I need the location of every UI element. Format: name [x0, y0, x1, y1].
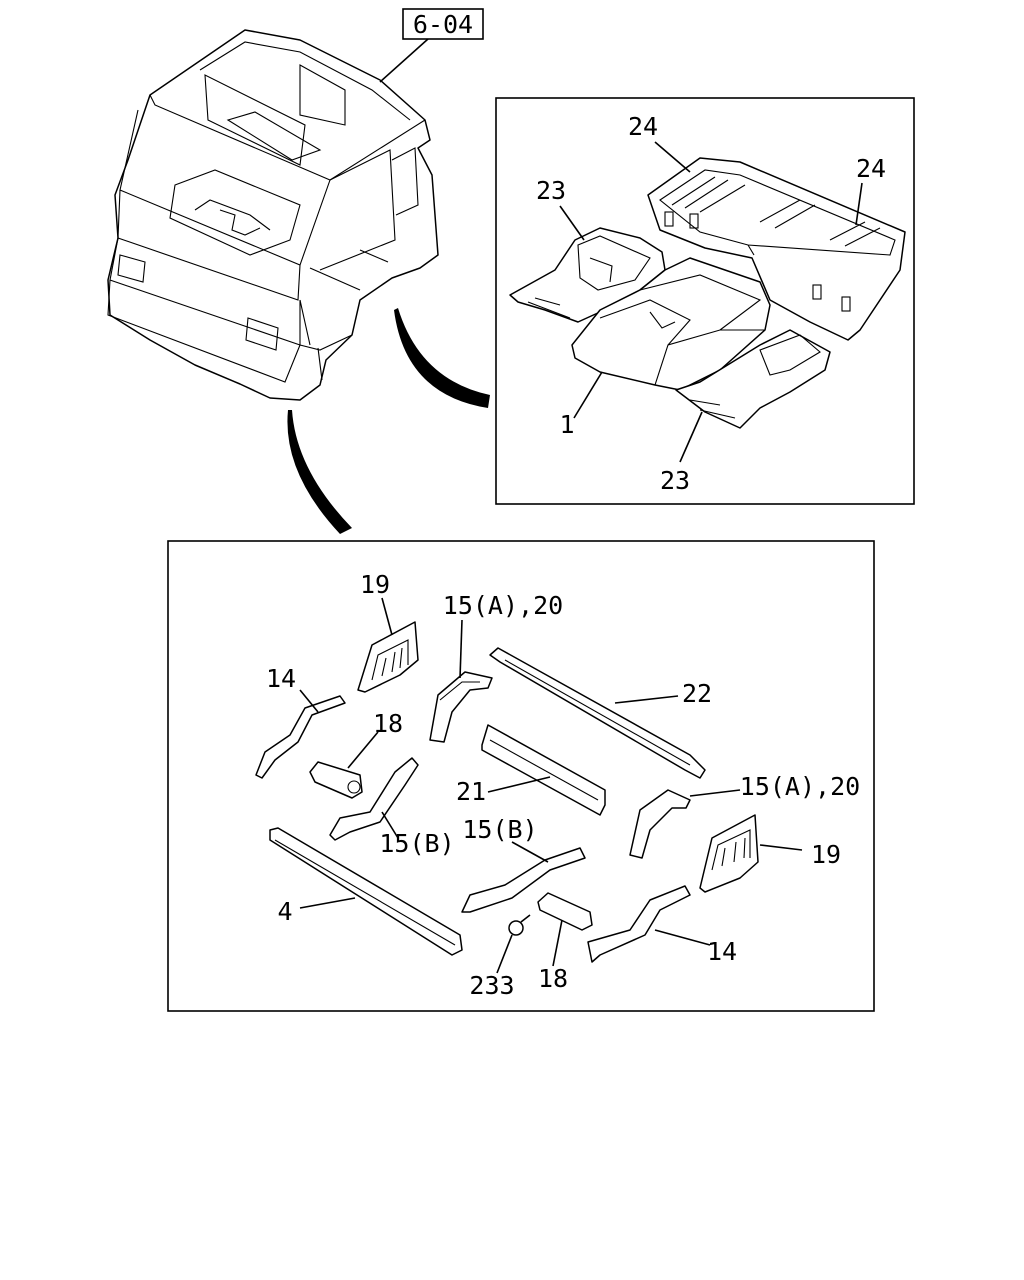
reference-box: 6-04 — [379, 8, 484, 83]
connector-arrow-frame — [287, 410, 352, 534]
callout-233: 233 — [469, 971, 514, 1000]
callout-23-upper: 23 — [536, 176, 566, 205]
callout-18-right: 18 — [538, 964, 568, 993]
connector-arrow-floor — [394, 308, 490, 408]
cab-illustration — [107, 29, 439, 401]
callout-15a-20-right: 15(A),20 — [740, 772, 860, 801]
callout-24-left: 24 — [628, 112, 658, 141]
callout-1: 1 — [559, 410, 574, 439]
callout-14-right: 14 — [707, 937, 737, 966]
callout-23-lower: 23 — [660, 466, 690, 495]
callout-24-right: 24 — [856, 154, 886, 183]
callout-15b-right: 15(B) — [462, 815, 537, 844]
callout-18-left: 18 — [373, 709, 403, 738]
callout-22: 22 — [682, 679, 712, 708]
frame-members-detail: 19 15(A),20 14 22 18 21 15(A),20 15(B) 1… — [167, 540, 875, 1012]
callout-4: 4 — [277, 897, 292, 926]
callout-19-right: 19 — [811, 840, 841, 869]
callout-15a-20-left: 15(A),20 — [443, 591, 563, 620]
callout-21: 21 — [456, 777, 486, 806]
callout-15b-left: 15(B) — [379, 829, 454, 858]
floor-panel-detail: 24 24 23 1 23 — [495, 97, 915, 505]
reference-label: 6-04 — [413, 10, 473, 39]
callout-14-left: 14 — [266, 664, 296, 693]
callout-19-left: 19 — [360, 570, 390, 599]
